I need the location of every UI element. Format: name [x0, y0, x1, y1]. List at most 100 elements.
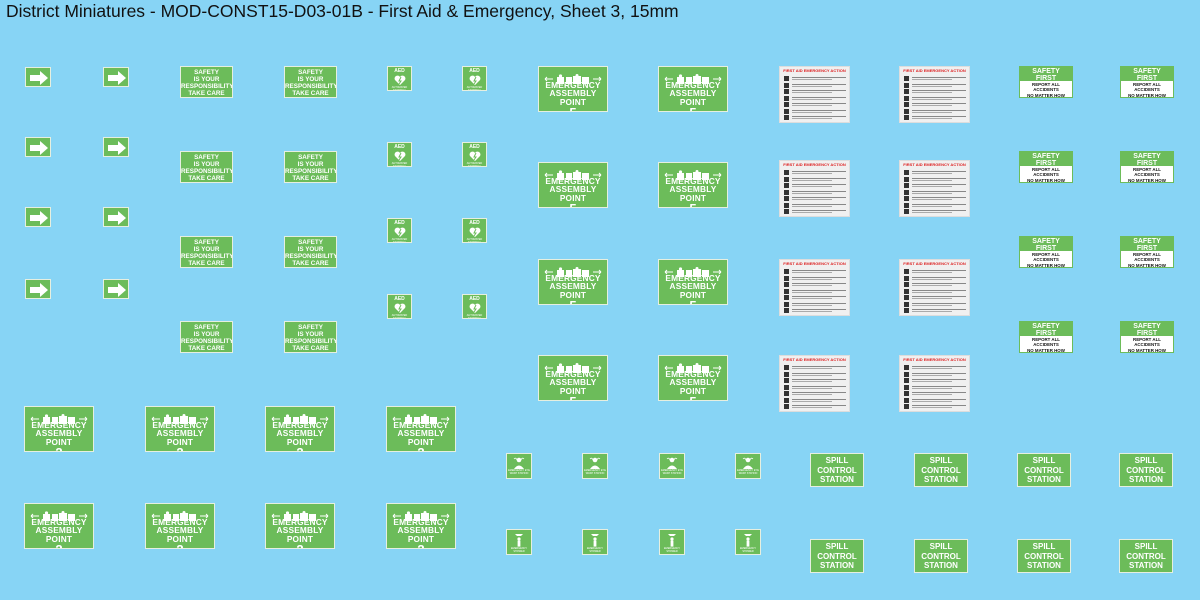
shower-small-text: EMERGENCY SHOWER [586, 547, 604, 553]
spill-sign-text: CONTROL [817, 551, 857, 561]
safety-sign-text: TAKE CARE [292, 259, 329, 267]
heart-defibrillator-icon [394, 227, 405, 237]
spill-sign-text: SPILL [1032, 542, 1056, 551]
assembly-line-2: ASSEMBLY [35, 428, 83, 439]
poster-row [784, 89, 846, 94]
poster-line [792, 173, 832, 174]
poster-bullet-icon [784, 89, 789, 94]
spill-sign-text: SPILL [1134, 456, 1158, 465]
poster-line [912, 116, 966, 117]
poster-bullet-icon [784, 288, 789, 294]
assembly-line-1: EMERGENCY [665, 369, 721, 379]
arrow-sign [103, 279, 129, 299]
poster-bullet-icon [784, 391, 789, 396]
poster-row [784, 371, 846, 377]
assembly-line-1: EMERGENCY [152, 517, 208, 527]
poster-line [912, 109, 966, 111]
assembly-point-sign: EMERGENCYASSEMBLYPOINT5 [538, 355, 608, 401]
poster-line [792, 199, 832, 200]
eyewash-sign: EMERGENCY EYE WASH STATION [735, 453, 761, 479]
poster-line [792, 291, 832, 293]
safety-sign-text: SAFETY [194, 239, 219, 246]
assembly-line-2: ASSEMBLY [549, 281, 597, 292]
poster-row [904, 397, 966, 403]
poster-bullet-icon [784, 76, 789, 81]
poster-bullet-icon [784, 378, 789, 383]
spill-sign-text: CONTROL [817, 465, 857, 475]
poster-line [912, 199, 952, 200]
poster-bullet-icon [784, 301, 789, 307]
poster-bullet-icon [904, 183, 909, 188]
assembly-line-2: ASSEMBLY [549, 88, 597, 99]
poster-row [904, 189, 966, 195]
poster-line [912, 309, 966, 310]
assembly-line-3: POINT [559, 289, 587, 300]
poster-line [912, 272, 952, 273]
poster-row [784, 365, 846, 370]
assembly-number: 5 [659, 395, 727, 400]
poster-line [792, 309, 846, 310]
people-icon [25, 411, 93, 424]
poster-line [912, 105, 952, 106]
assembly-point-sign: EMERGENCYASSEMBLYPOINT5 [538, 259, 608, 305]
safety-sign-text: SAFETY [194, 154, 219, 161]
assembly-point-sign: EMERGENCYASSEMBLYPOINT5 [658, 66, 728, 112]
assembly-line-3: POINT [679, 385, 707, 396]
heart-defibrillator-icon [469, 303, 480, 313]
safety-first-heading-2: FIRST [1136, 75, 1158, 82]
poster-line [912, 210, 966, 211]
poster-row [904, 183, 966, 188]
safety-sign-text: IS YOUR [193, 330, 220, 338]
poster-bullet-icon [904, 282, 909, 287]
assembly-line-1: EMERGENCY [272, 420, 328, 430]
poster-line [792, 205, 832, 207]
heart-defibrillator-icon [469, 75, 480, 85]
safety-first-heading-1: SAFETY [1133, 153, 1161, 160]
poster-line [912, 212, 952, 213]
assembly-line-1: EMERGENCY [545, 80, 601, 90]
right-arrow-icon [108, 141, 126, 155]
assembly-point-sign: EMERGENCYASSEMBLYPOINT2 [24, 406, 94, 452]
people-icon [659, 264, 727, 277]
assembly-line-3: POINT [45, 436, 73, 447]
poster-bullet-icon [784, 108, 789, 114]
poster-bullet-icon [784, 295, 789, 300]
poster-row [904, 308, 966, 313]
shower-sign: EMERGENCY SHOWER [659, 529, 685, 555]
right-arrow-icon [30, 211, 48, 225]
aed-label: AED [469, 220, 480, 226]
poster-line [792, 298, 832, 299]
poster-line [792, 302, 846, 304]
aed-small-text: AUTOMATED EXTERNAL DEFIBRILLATOR [391, 314, 408, 319]
poster-bullet-icon [784, 196, 789, 201]
safety-sign-text: TAKE CARE [292, 89, 329, 97]
assembly-line-2: ASSEMBLY [397, 525, 445, 536]
poster-line [912, 368, 952, 369]
assembly-line-1: EMERGENCY [665, 176, 721, 186]
spill-sign-text: STATION [820, 561, 854, 571]
aed-label: AED [394, 220, 405, 226]
safety-sign-text: RESPONSIBILITY [285, 167, 337, 175]
eyewash-small-text: EMERGENCY EYE WASH STATION [584, 469, 606, 475]
safety-sign-text: SAFETY [298, 154, 323, 161]
safety-sign-text: IS YOUR [193, 245, 220, 253]
poster-line [792, 96, 846, 98]
poster-bullet-icon [904, 295, 909, 300]
spill-sign-text: STATION [924, 475, 958, 485]
assembly-people-icon [544, 170, 602, 180]
poster-bullet-icon [904, 176, 909, 182]
poster-bullet-icon [904, 89, 909, 94]
shower-icon [591, 534, 599, 547]
aed-small-text: AUTOMATED EXTERNAL DEFIBRILLATOR [466, 238, 483, 243]
safety-first-body-2: NO MATTER HOW SMALL [1128, 92, 1166, 98]
